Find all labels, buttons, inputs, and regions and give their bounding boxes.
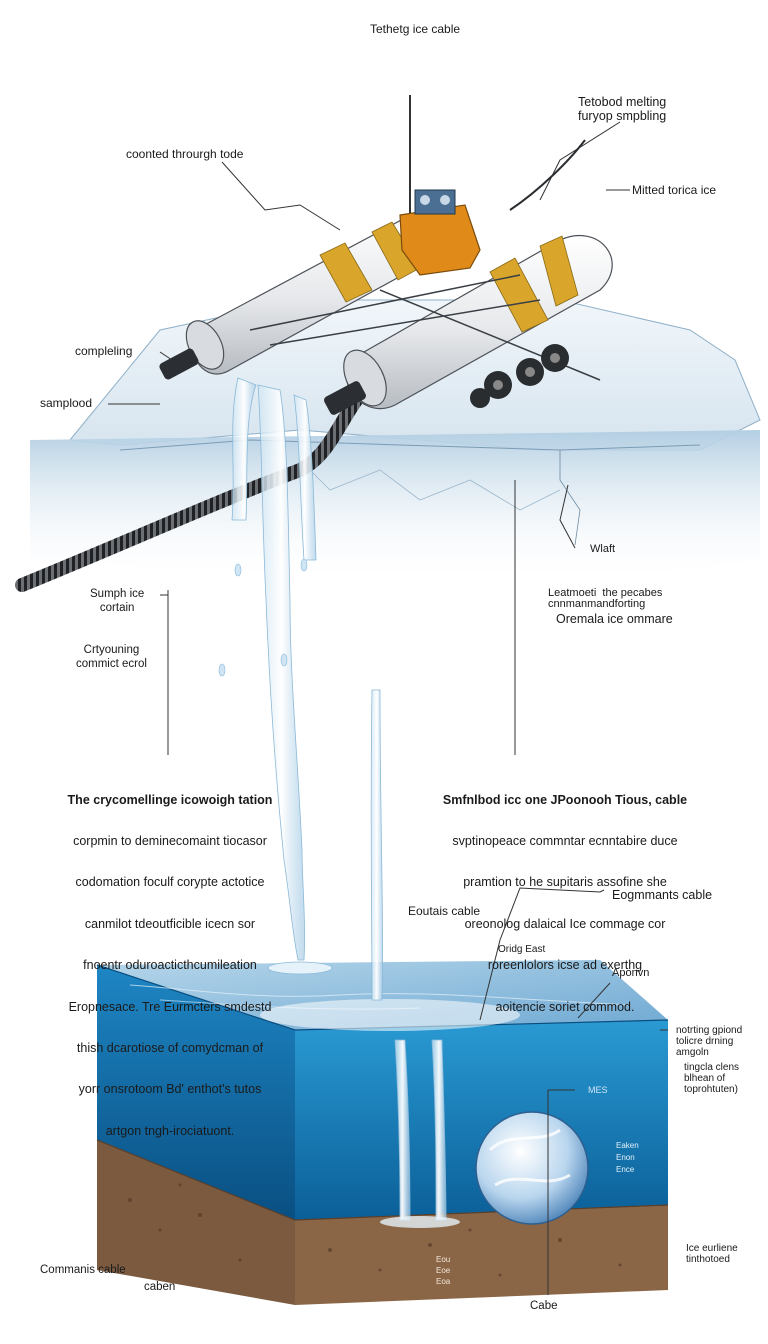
label-ice-surface: Ice eurliene tinthotoed: [686, 1243, 738, 1265]
label-coated: coonted throurgh tode: [126, 147, 244, 161]
label-right-note1: notrting gpiond tolicre drning amgoln: [676, 1025, 743, 1058]
paragraph-right-line: pramtion to he supitaris assofine she: [463, 875, 667, 890]
label-sumph-ice: Sumph ice cortain: [90, 588, 145, 614]
label-sed-small: Eou Eoe Eoa: [436, 1255, 451, 1286]
melting-probe-device: [159, 139, 613, 415]
label-mes: MES: [588, 1085, 608, 1095]
meltwater-streams: [218, 377, 460, 1228]
sphere-probe: [475, 1111, 589, 1225]
paragraph-left-line: corpmin to deminecomaint tiocasor: [73, 833, 267, 848]
paragraph-left-line: thish dcarotiose of comydcman of: [76, 1040, 264, 1055]
label-top-title: Tethetg ice cable: [370, 22, 461, 36]
paragraph-left-line: canmilot tdeoutficible icecn sor: [84, 916, 256, 931]
label-sampled: samplood: [40, 396, 93, 410]
paragraph-right-line: roreenlolors icse ad exerthg: [487, 958, 643, 973]
paragraph-left-line: Eropnesace. Tre Eurmcters smdestd: [68, 999, 272, 1014]
label-wlaft: Wlaft: [590, 543, 616, 555]
paragraph-right: Smfnlbod icc one JPoonooh Tious, cable s…: [440, 766, 690, 1028]
paragraph-left-line: artgon tngh-irociatuont.: [105, 1123, 235, 1138]
label-oridg: Oridg East: [498, 944, 546, 955]
paragraph-left-line: The crycomellinge icowoigh tation: [67, 792, 273, 807]
label-communis: Commanis cable: [40, 1264, 126, 1276]
sediment-layer: [96, 1139, 669, 1305]
label-mitted: Mitted torica ice: [632, 183, 717, 197]
label-leatmoeti: Leatmoeti the pecabes cnnmanmandforting: [548, 587, 663, 610]
paragraph-left-line: codomation foculf corypte actotice: [75, 875, 265, 890]
paragraph-right-line: Smfnlbod icc one JPoonooh Tious, cable: [442, 792, 688, 807]
label-lake-small: Eaken Enon Ence: [616, 1141, 639, 1174]
paragraph-right-line: aoitencie soriet commod.: [495, 999, 635, 1014]
label-eogmmants: Eogmmants cable: [612, 888, 713, 902]
label-aponvn: Aponvn: [612, 967, 650, 979]
label-oremala: Oremala ice ommare: [556, 612, 673, 626]
label-compelling: compleling: [75, 344, 133, 358]
label-right-note2: tingcla clens blhean of toprohtuten): [684, 1062, 740, 1095]
paragraph-left: The crycomellinge icowoigh tation corpmi…: [50, 766, 290, 1152]
paragraph-right-line: oreonolog dalaical Ice commage cor: [464, 916, 666, 931]
paragraph-left-line: fnoentr oduroacticthcumileation: [83, 958, 257, 973]
label-caben: caben: [144, 1281, 176, 1293]
label-cryouning: Crtyouning commict ecrol: [76, 644, 147, 670]
label-top-right: Tetobod melting furyop smpbling: [578, 95, 667, 123]
paragraph-right-line: svptinopeace commntar ecnntabire duce: [452, 833, 678, 848]
label-cabe: Cabe: [530, 1300, 558, 1312]
label-eoutais: Eoutais cable: [408, 904, 481, 918]
paragraph-left-line: yorr onsrotoom Bd' enthot's tutos: [78, 1082, 262, 1097]
